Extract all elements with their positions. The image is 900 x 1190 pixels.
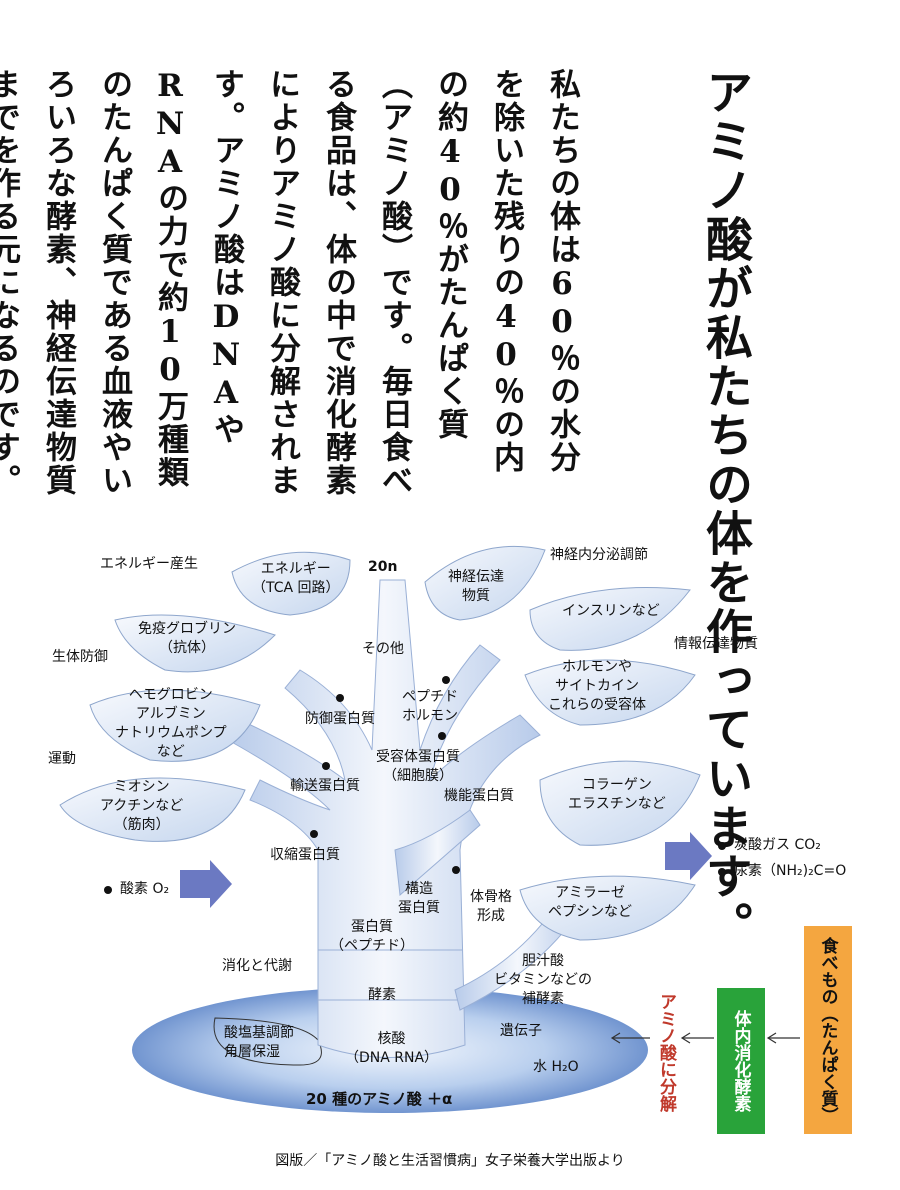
branch-structural — [394, 809, 481, 897]
leaf-hormone-label: ホルモンや サイトカイン これらの受容体 — [548, 659, 646, 713]
branch-skeleton-label: 体骨格 形成 — [470, 889, 512, 924]
body-paragraph: 私たちの体は60％の水分を除いた残りの40％の内の約40％がたんぱく質（アミノ酸… — [0, 68, 580, 497]
dot-defense — [336, 694, 344, 702]
leaf-neuro-label: 神経伝達 物質 — [448, 569, 504, 604]
branch-receptor-label: 受容体蛋白質 （細胞膜） — [376, 749, 460, 784]
energy-production-label: エネルギー産生 — [100, 556, 198, 572]
page-title: アミノ酸が私たちの体を作っています。 — [697, 68, 752, 950]
flow-arrow-3 — [610, 1032, 650, 1044]
trunk-enzyme-label: 酵素 — [368, 987, 396, 1003]
branch-structural-label: 構造 蛋白質 — [398, 881, 440, 916]
dot-contraction — [310, 830, 318, 838]
trunk-protein-label: 蛋白質 （ペプチド） — [330, 919, 414, 954]
dot-receptor — [438, 732, 446, 740]
co2-arrow — [665, 832, 712, 880]
flow-arrow-2 — [680, 1032, 714, 1044]
exercise-label: 運動 — [48, 751, 76, 767]
leaf-collagen — [539, 760, 701, 846]
acidbase-outline — [213, 1017, 322, 1066]
internal-enzyme-box: 体内消化酵素 — [717, 988, 765, 1134]
gene-label: 遺伝子 — [500, 1023, 542, 1039]
leaf-amylase-label: アミラーゼ ペプシンなど — [548, 885, 632, 920]
dot-peptide — [442, 676, 450, 684]
leaf-energy — [231, 551, 351, 616]
leaf-hormone — [524, 659, 696, 726]
bile-label: 胆汁酸 ビタミンなどの 補酵素 — [494, 953, 592, 1007]
acidbase-label: 酸塩基調節 角層保湿 — [224, 1025, 294, 1060]
leaf-myosin-label: ミオシン アクチンなど （筋肉） — [100, 779, 184, 833]
decompose-label: アミノ酸に分解 — [656, 993, 676, 1112]
info-label: 情報伝達物質 — [674, 636, 758, 652]
leaf-insulin — [529, 587, 691, 651]
leaf-collagen-label: コラーゲン エラスチンなど — [568, 777, 666, 812]
branch-contraction-label: 収縮蛋白質 — [270, 847, 340, 863]
food-box: 食べもの（たんぱく質） — [804, 926, 852, 1134]
tree-trunk — [227, 579, 541, 1058]
neuroendocrine-label: 神経内分泌調節 — [550, 547, 648, 563]
branch-transport-label: 輸送蛋白質 — [290, 778, 360, 794]
leaf-immuno-label: 免疫グロブリン （抗体） — [138, 621, 236, 656]
co2-dot — [718, 842, 726, 850]
count-label: 20n — [368, 559, 398, 575]
leaf-immuno — [114, 614, 276, 673]
branch-defense-label: 防御蛋白質 — [305, 711, 375, 727]
flow-arrow-1 — [766, 1032, 800, 1044]
leaf-myosin — [59, 777, 246, 842]
co2-label: 炭酸ガス CO₂ — [734, 837, 821, 853]
amino-acid-tree-diagram — [59, 545, 800, 1113]
oxygen-dot — [104, 886, 112, 894]
urea-label: 尿素（NH₂)₂C=O — [734, 863, 847, 879]
oxygen-label: 酸素 O₂ — [120, 881, 170, 897]
oxygen-arrow — [180, 860, 232, 908]
trunk-nucleic-label: 核酸 （DNA RNA） — [345, 1031, 439, 1066]
leaf-neuro — [424, 545, 546, 621]
leaf-hemoglobin-label: ヘモグロビン アルブミン ナトリウムポンプ など — [115, 687, 227, 760]
leaf-energy-label: エネルギー （TCA 回路） — [252, 561, 340, 596]
leaf-insulin-label: インスリンなど — [562, 603, 660, 619]
figure-caption: 図版／「アミノ酸と生活習慣病」女子栄養大学出版より — [275, 1153, 625, 1169]
branch-peptide-label: ペプチド ホルモン — [402, 689, 458, 724]
branch-functional-label: 機能蛋白質 — [444, 788, 514, 804]
leaf-amylase — [519, 875, 696, 941]
dot-structural — [452, 866, 460, 874]
leaf-hemoglobin — [89, 689, 261, 762]
dot-transport — [322, 762, 330, 770]
water-label: 水 H₂O — [533, 1059, 579, 1075]
base-amino-label: 20 種のアミノ酸 ＋α — [306, 1090, 453, 1108]
urea-dot — [718, 868, 726, 876]
defense-label: 生体防御 — [52, 649, 108, 665]
digestion-label: 消化と代謝 — [222, 958, 292, 974]
branch-other-label: その他 — [362, 641, 404, 657]
